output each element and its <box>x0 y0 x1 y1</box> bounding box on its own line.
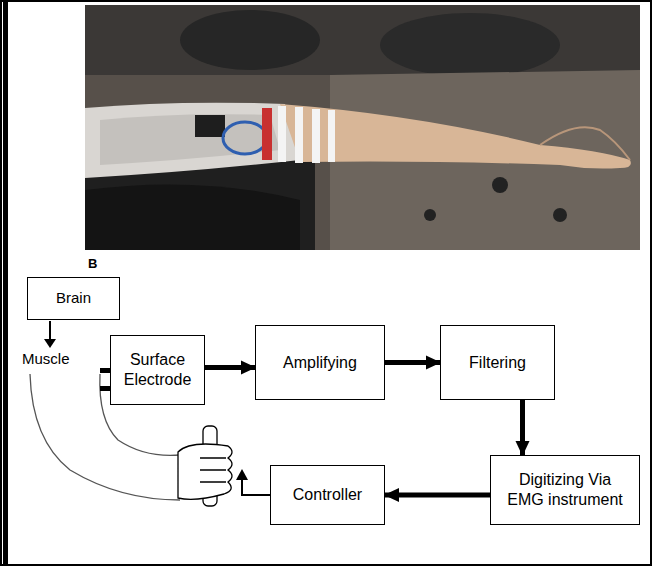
flow-arrow <box>385 493 490 498</box>
process-box: Amplifying <box>255 325 385 400</box>
flow-arrow <box>385 360 440 365</box>
box-text: Amplifying <box>283 353 357 373</box>
hand-sketch <box>178 426 232 506</box>
electrode <box>100 368 110 373</box>
process-box: Filtering <box>440 325 555 400</box>
process-box: Surface Electrode <box>110 335 205 405</box>
muscle-label: Muscle <box>22 350 70 367</box>
prosthesis-photo <box>85 5 640 250</box>
box-text: Surface Electrode <box>119 350 196 390</box>
process-box: Controller <box>270 465 385 525</box>
flow-arrow <box>205 365 255 370</box>
flow-arrow <box>520 400 525 455</box>
electrode <box>100 386 110 391</box>
process-box: Digitizing Via EMG instrument <box>490 455 640 525</box>
box-text: Filtering <box>469 353 526 373</box>
process-box: Brain <box>27 277 120 320</box>
frame-bar <box>3 1 8 565</box>
box-text: Controller <box>293 485 362 505</box>
box-text: Brain <box>56 289 91 308</box>
box-text: Digitizing Via EMG instrument <box>499 470 631 510</box>
panel-letter: B <box>88 256 97 271</box>
